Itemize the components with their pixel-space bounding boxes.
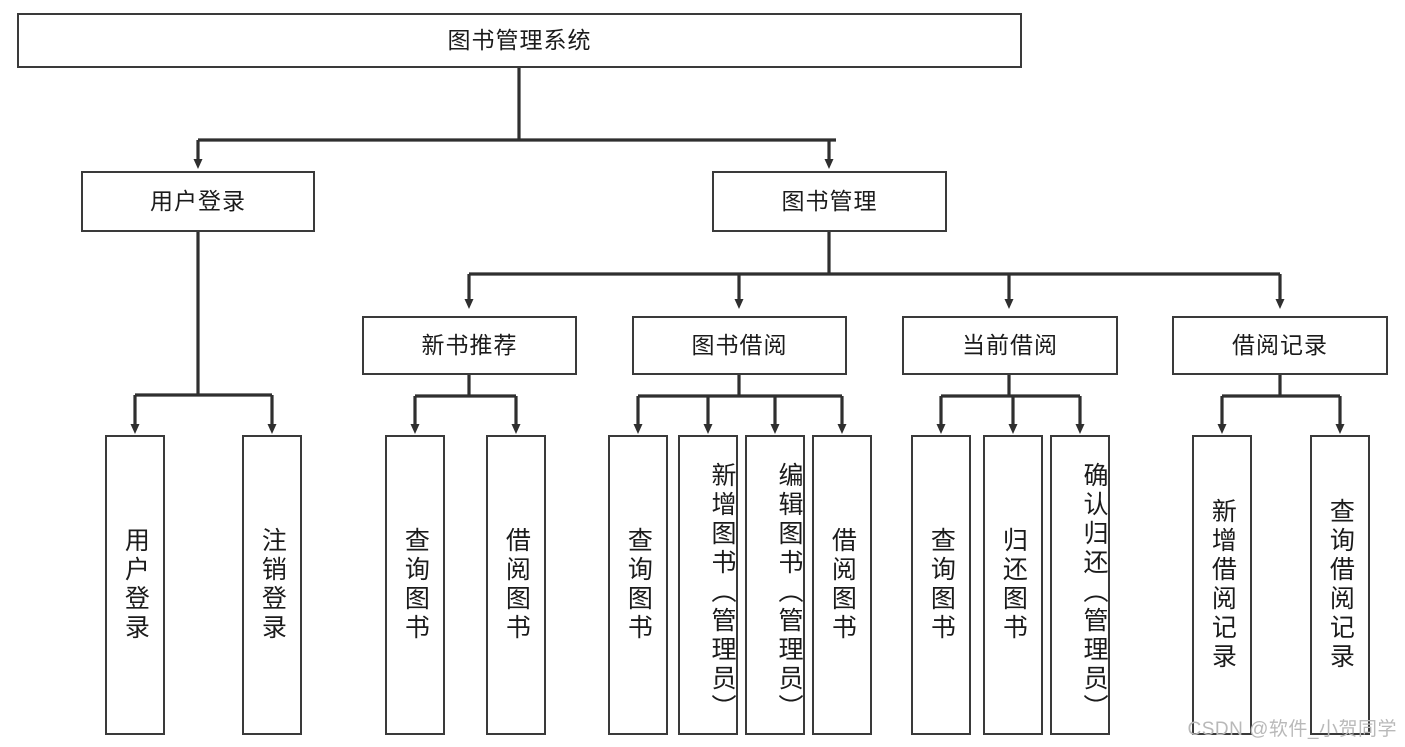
- node-leaf-confirm-return[interactable]: 确认归还（管理员）: [1050, 435, 1110, 735]
- node-leaf-query-book-2[interactable]: 查询图书: [608, 435, 668, 735]
- node-leaf-query-book-1[interactable]: 查询图书: [385, 435, 445, 735]
- node-user-login[interactable]: 用户登录: [81, 171, 315, 232]
- node-leaf-borrow-book-1[interactable]: 借阅图书: [486, 435, 546, 735]
- node-book-borrow[interactable]: 图书借阅: [632, 316, 847, 375]
- node-leaf-return-book[interactable]: 归还图书: [983, 435, 1043, 735]
- node-root-system[interactable]: 图书管理系统: [17, 13, 1022, 68]
- node-leaf-add-record[interactable]: 新增借阅记录: [1192, 435, 1252, 735]
- node-leaf-edit-book[interactable]: 编辑图书（管理员）: [745, 435, 805, 735]
- csdn-watermark: CSDN @软件_小贺同学: [1187, 719, 1397, 740]
- node-leaf-logout-login[interactable]: 注销登录: [242, 435, 302, 735]
- node-book-management[interactable]: 图书管理: [712, 171, 947, 232]
- node-leaf-add-book[interactable]: 新增图书（管理员）: [678, 435, 738, 735]
- node-leaf-user-login[interactable]: 用户登录: [105, 435, 165, 735]
- node-new-book-recommend[interactable]: 新书推荐: [362, 316, 577, 375]
- node-leaf-query-book-3[interactable]: 查询图书: [911, 435, 971, 735]
- node-borrow-records[interactable]: 借阅记录: [1172, 316, 1388, 375]
- node-current-borrow[interactable]: 当前借阅: [902, 316, 1118, 375]
- node-leaf-query-record[interactable]: 查询借阅记录: [1310, 435, 1370, 735]
- node-leaf-borrow-book-2[interactable]: 借阅图书: [812, 435, 872, 735]
